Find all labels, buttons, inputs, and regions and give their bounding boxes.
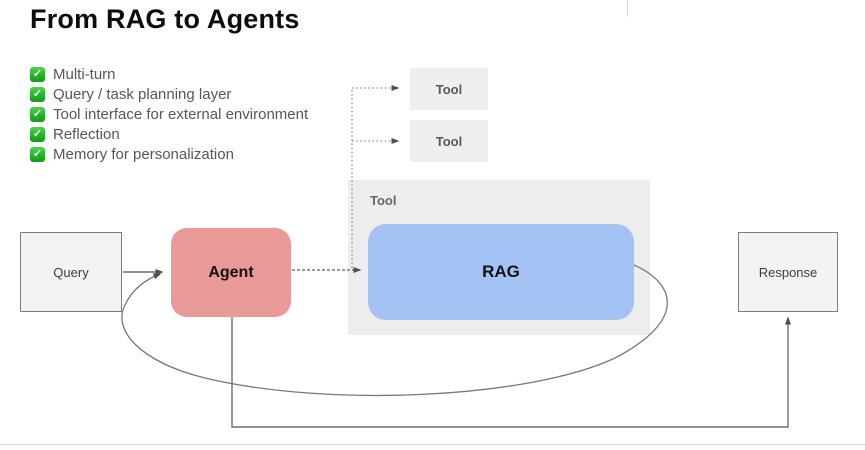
checklist-item-label: Tool interface for external environment (53, 105, 309, 123)
check-icon: ✓ (30, 126, 45, 142)
slide-bottom-edge (0, 444, 865, 450)
tool-node-2: Tool (410, 120, 488, 162)
agent-node: Agent (171, 228, 291, 317)
feature-checklist: ✓ Multi-turn ✓ Query / task planning lay… (30, 64, 308, 164)
checklist-item-label: Query / task planning layer (53, 85, 232, 103)
ui-edge-tick (627, 0, 628, 17)
checklist-item: ✓ Reflection (30, 124, 308, 144)
checklist-item: ✓ Tool interface for external environmen… (30, 104, 308, 124)
response-node: Response (738, 232, 838, 312)
check-icon: ✓ (30, 146, 45, 162)
check-icon: ✓ (30, 86, 45, 102)
checklist-item: ✓ Memory for personalization (30, 144, 308, 164)
tool-node-1: Tool (410, 68, 488, 110)
tool-container-label: Tool (370, 193, 397, 208)
check-icon: ✓ (30, 66, 45, 82)
checklist-item-label: Reflection (53, 125, 120, 143)
page-title: From RAG to Agents (30, 4, 300, 34)
check-icon: ✓ (30, 106, 45, 122)
query-node: Query (20, 232, 122, 312)
checklist-item-label: Memory for personalization (53, 145, 234, 163)
checklist-item: ✓ Query / task planning layer (30, 84, 308, 104)
rag-node: RAG (368, 224, 634, 320)
checklist-item: ✓ Multi-turn (30, 64, 308, 84)
checklist-item-label: Multi-turn (53, 65, 116, 83)
